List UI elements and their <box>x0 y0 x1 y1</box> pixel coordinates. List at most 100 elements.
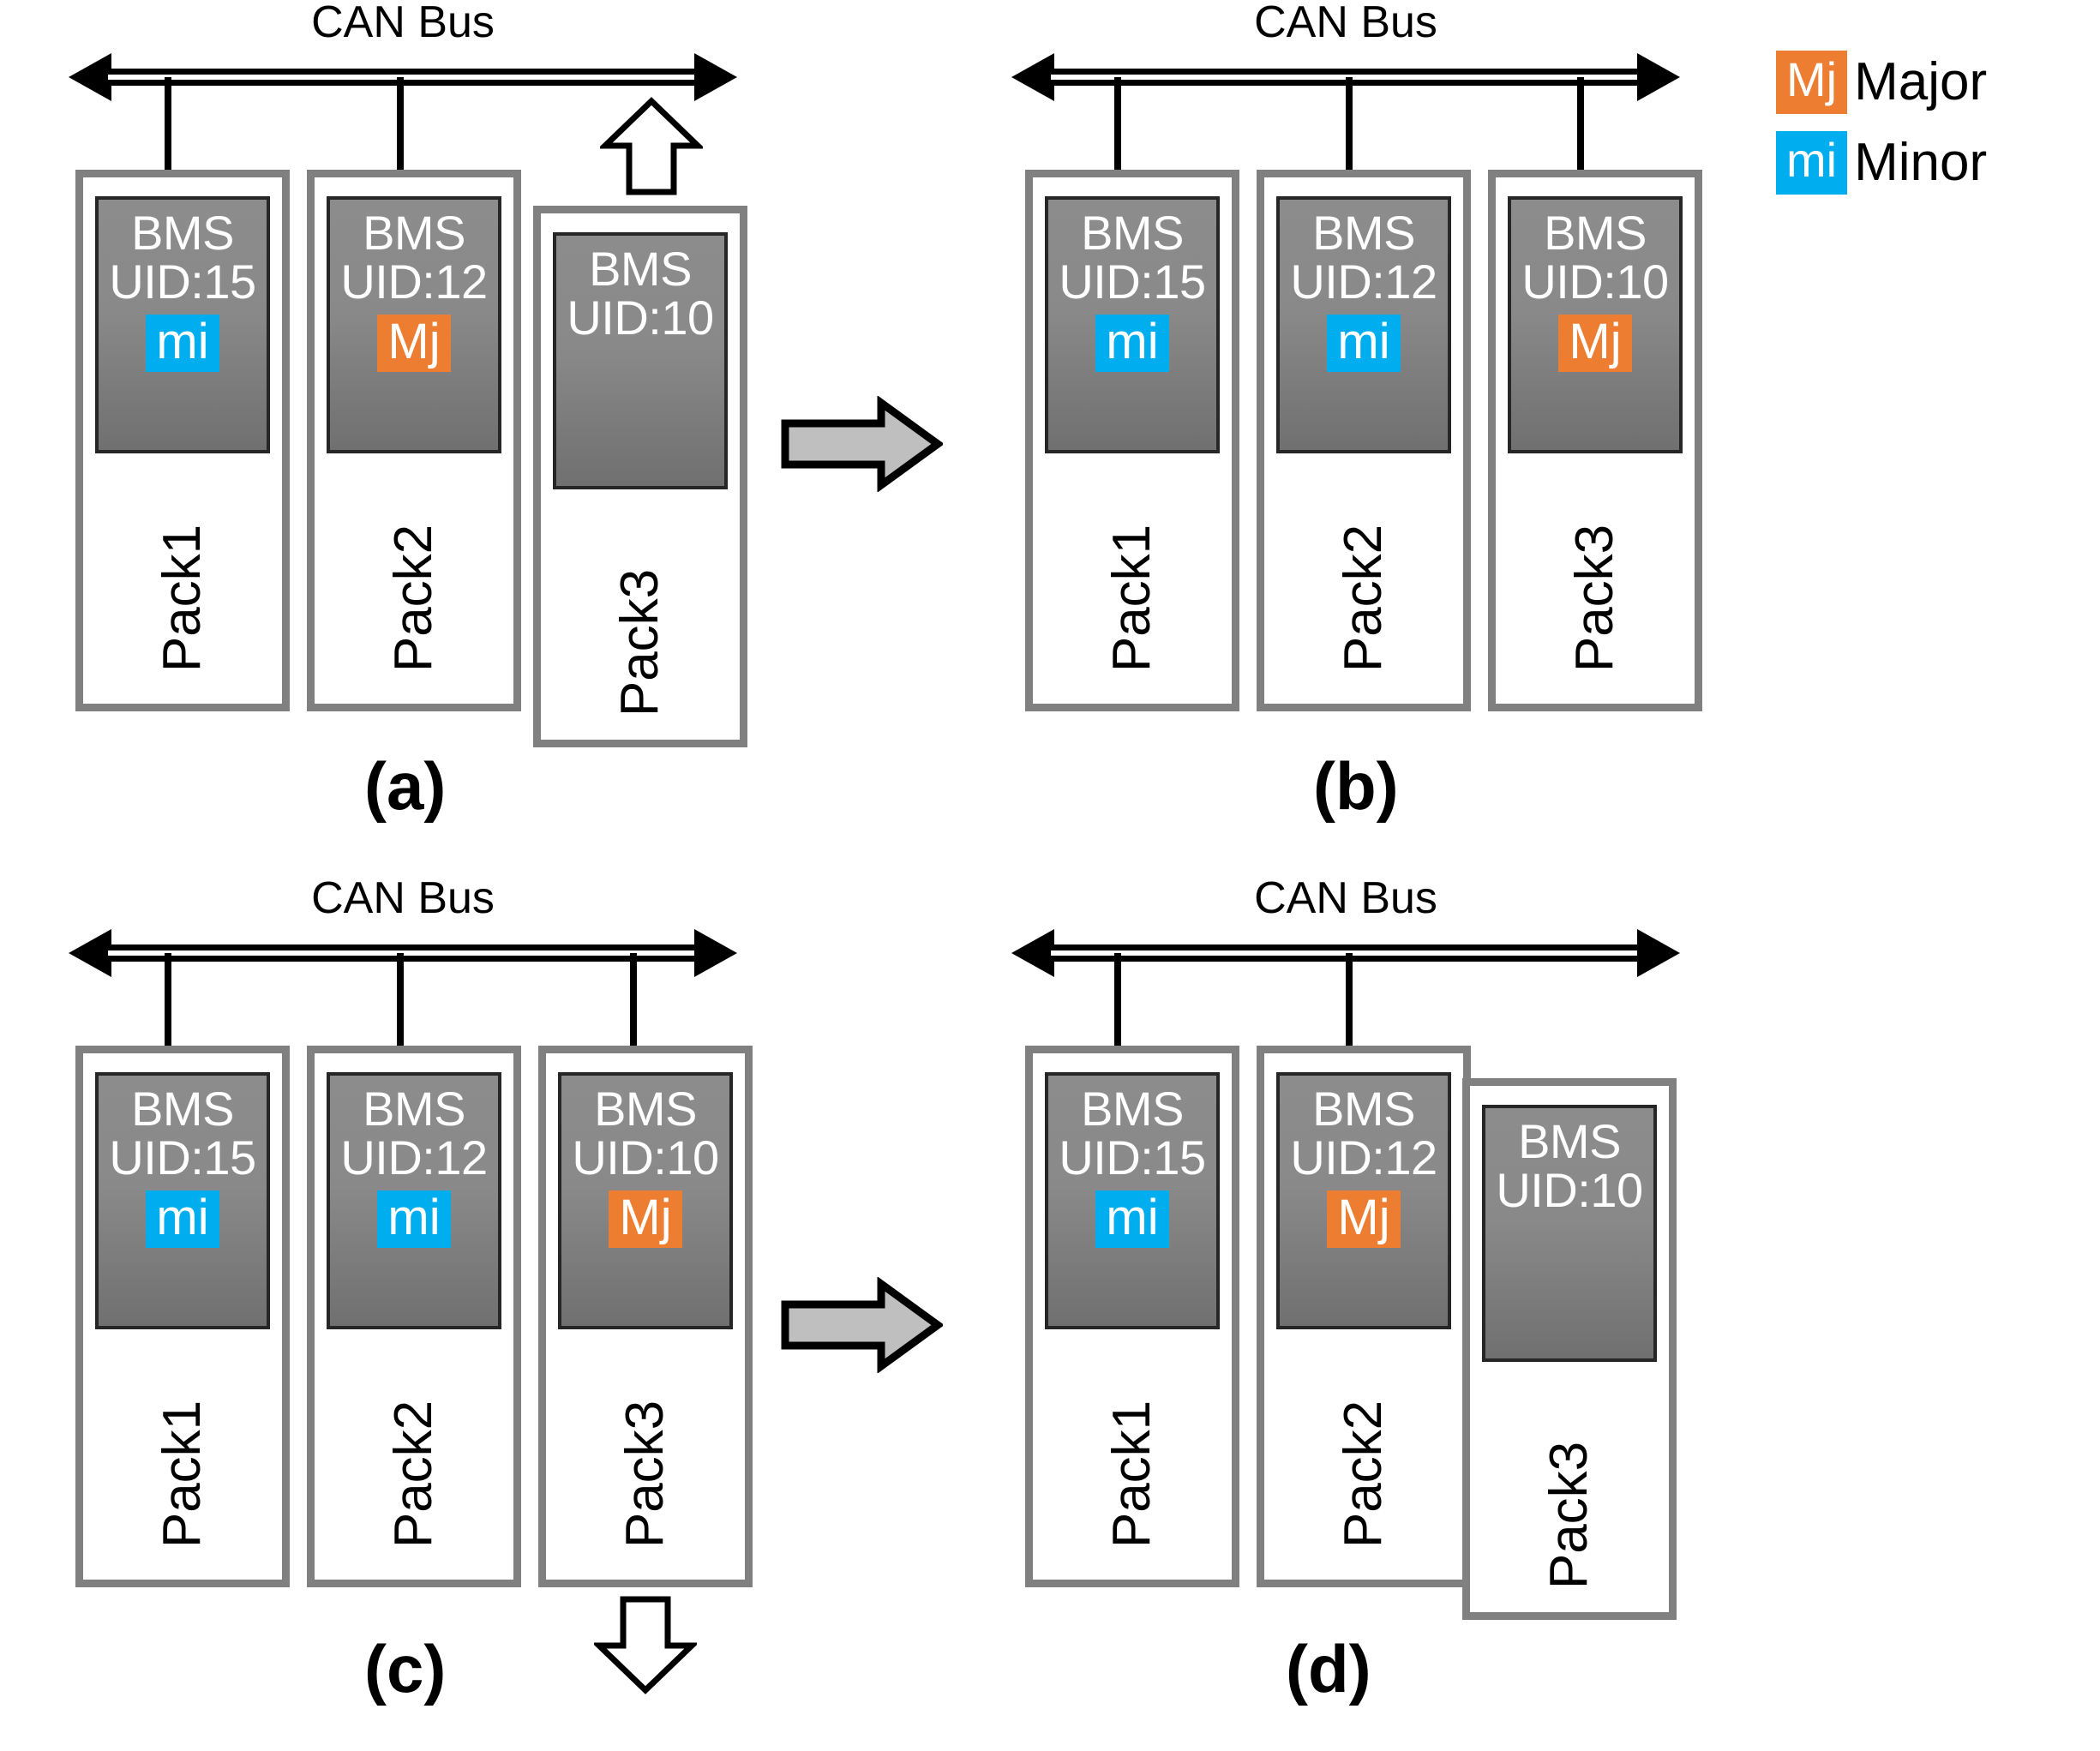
pack-label: Pack2 <box>384 1400 443 1549</box>
status-badge-minor: mi <box>1095 315 1169 373</box>
bms-title: BMS <box>1081 1082 1184 1136</box>
bms-uid: UID:12 <box>1290 1130 1437 1185</box>
bms-uid: UID:15 <box>109 1130 256 1185</box>
bus-stub-pack1 <box>165 77 171 197</box>
bms-uid: UID:10 <box>567 291 714 345</box>
bus-arrowhead-left <box>1011 929 1054 977</box>
status-badge-minor: mi <box>1327 315 1401 373</box>
leave-arrow-down-icon <box>594 1594 697 1695</box>
panel-caption-a: (a) <box>364 748 447 824</box>
pack-label: Pack1 <box>153 1400 212 1549</box>
bms-module[interactable]: BMS UID:12 mi <box>327 1072 501 1329</box>
bus-arrowhead-right <box>1637 53 1680 101</box>
pack-d-1[interactable]: BMS UID:15 mi Pack1 <box>1025 1046 1239 1587</box>
pack-d-2[interactable]: BMS UID:12 Mj Pack2 <box>1257 1046 1471 1587</box>
can-bus-label: CAN Bus <box>1254 0 1437 47</box>
bms-uid: UID:12 <box>1290 255 1437 309</box>
pack-label: Pack3 <box>610 568 669 717</box>
bus-stub-pack1 <box>165 953 171 1073</box>
bus-stub-pack2 <box>1346 953 1353 1073</box>
transition-arrow-a-to-b-icon <box>780 396 943 492</box>
bms-title: BMS <box>1518 1114 1621 1168</box>
bms-module[interactable]: BMS UID:10 Mj <box>1508 196 1683 453</box>
bus-stub-pack2 <box>397 953 404 1073</box>
legend-label-major: Major <box>1854 52 1988 111</box>
can-bus-label: CAN Bus <box>1254 873 1437 923</box>
status-badge-minor: mi <box>377 1190 451 1249</box>
bms-module[interactable]: BMS UID:12 mi <box>1276 196 1451 453</box>
panel-caption-c: (c) <box>364 1631 447 1706</box>
bms-uid: UID:10 <box>572 1130 719 1185</box>
status-badge-major: Mj <box>1558 315 1632 373</box>
bms-module[interactable]: BMS UID:12 Mj <box>1276 1072 1451 1329</box>
bms-module[interactable]: BMS UID:10 <box>1482 1105 1657 1362</box>
legend-label-minor: Minor <box>1854 133 1988 192</box>
pack-label: Pack1 <box>1102 1400 1161 1549</box>
pack-label: Pack1 <box>153 524 212 673</box>
pack-label: Pack2 <box>384 524 443 673</box>
bms-module[interactable]: BMS UID:15 mi <box>1045 1072 1220 1329</box>
join-arrow-up-icon <box>600 96 703 197</box>
pack-b-2[interactable]: BMS UID:12 mi Pack2 <box>1257 170 1471 711</box>
pack-label: Pack2 <box>1334 524 1393 673</box>
pack-a-3-detached[interactable]: BMS UID:10 Pack3 <box>533 206 747 747</box>
bus-arrowhead-right <box>694 53 737 101</box>
can-bus-label: CAN Bus <box>311 873 495 923</box>
status-badge-major: Mj <box>377 315 451 373</box>
bms-uid: UID:15 <box>109 255 256 309</box>
bms-title: BMS <box>131 206 234 260</box>
bms-module[interactable]: BMS UID:15 mi <box>95 1072 270 1329</box>
bus-stub-pack1 <box>1114 77 1121 197</box>
pack-c-1[interactable]: BMS UID:15 mi Pack1 <box>75 1046 290 1587</box>
pack-d-3-detached[interactable]: BMS UID:10 Pack3 <box>1462 1078 1677 1620</box>
bms-title: BMS <box>363 1082 465 1136</box>
legend-chip-major: Mj <box>1776 51 1848 114</box>
pack-a-2[interactable]: BMS UID:12 Mj Pack2 <box>307 170 521 711</box>
status-badge-minor: mi <box>1095 1190 1169 1249</box>
bms-uid: UID:15 <box>1059 255 1206 309</box>
bms-uid: UID:12 <box>340 255 488 309</box>
bms-module[interactable]: BMS UID:15 mi <box>95 196 270 453</box>
bus-stub-pack3 <box>630 953 637 1073</box>
legend-item-minor: mi Minor <box>1776 128 1987 198</box>
bus-arrowhead-right <box>1637 929 1680 977</box>
legend-chip-minor: mi <box>1776 131 1848 195</box>
status-badge-minor: mi <box>146 315 219 373</box>
bms-title: BMS <box>594 1082 697 1136</box>
bms-module[interactable]: BMS UID:10 <box>553 232 728 489</box>
bms-title: BMS <box>131 1082 234 1136</box>
status-badge-major: Mj <box>1327 1190 1401 1249</box>
status-badge-minor: mi <box>146 1190 219 1249</box>
legend: Mj Major mi Minor <box>1776 47 1987 208</box>
panel-caption-d: (d) <box>1286 1631 1371 1706</box>
pack-a-1[interactable]: BMS UID:15 mi Pack1 <box>75 170 290 711</box>
bms-title: BMS <box>1312 206 1415 260</box>
pack-b-1[interactable]: BMS UID:15 mi Pack1 <box>1025 170 1239 711</box>
bms-title: BMS <box>589 242 692 296</box>
bms-module[interactable]: BMS UID:12 Mj <box>327 196 501 453</box>
status-badge-major: Mj <box>609 1190 682 1249</box>
pack-b-3[interactable]: BMS UID:10 Mj Pack3 <box>1488 170 1702 711</box>
bus-stub-pack2 <box>1346 77 1353 197</box>
bms-uid: UID:10 <box>1496 1163 1643 1218</box>
legend-item-major: Mj Major <box>1776 47 1987 117</box>
bms-title: BMS <box>1544 206 1647 260</box>
bus-arrowhead-left <box>69 53 111 101</box>
bus-arrowhead-left <box>69 929 111 977</box>
bms-module[interactable]: BMS UID:10 Mj <box>558 1072 733 1329</box>
pack-c-3[interactable]: BMS UID:10 Mj Pack3 <box>538 1046 753 1587</box>
bus-stub-pack2 <box>397 77 404 197</box>
can-bus-label: CAN Bus <box>311 0 495 47</box>
pack-label: Pack3 <box>1539 1441 1599 1590</box>
transition-arrow-c-to-d-icon <box>780 1277 943 1373</box>
bms-title: BMS <box>363 206 465 260</box>
bms-uid: UID:12 <box>340 1130 488 1185</box>
pack-c-2[interactable]: BMS UID:12 mi Pack2 <box>307 1046 521 1587</box>
bms-title: BMS <box>1312 1082 1415 1136</box>
bms-uid: UID:10 <box>1521 255 1669 309</box>
bms-module[interactable]: BMS UID:15 mi <box>1045 196 1220 453</box>
pack-label: Pack1 <box>1102 524 1161 673</box>
bus-arrowhead-right <box>694 929 737 977</box>
pack-label: Pack3 <box>615 1400 675 1549</box>
panel-caption-b: (b) <box>1313 748 1399 824</box>
